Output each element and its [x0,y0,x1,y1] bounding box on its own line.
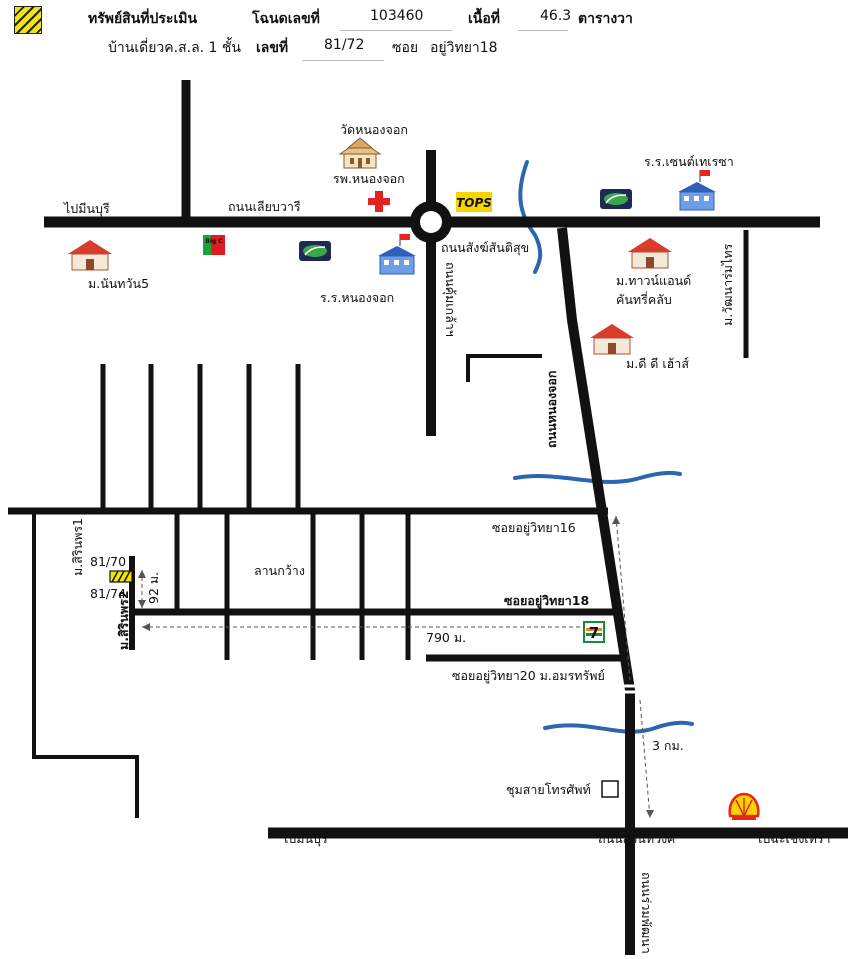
temple-icon [338,137,382,169]
area-label: เนื้อที่ [468,11,500,27]
label-soi-18: ซอยอยู่วิทยา18 [504,593,589,609]
label-nanthawan: ม.นันทวัน5 [88,276,149,291]
label-east-soi: ม.วัฒนาร่มไทร [720,243,735,326]
soi-value: อยู่วิทยา18 [430,40,498,56]
road-sirin-1 [32,511,139,818]
label-to-chachoengsao: ไปฉะเชิงเทรา [755,831,831,846]
house-no-underline [302,60,384,61]
label-to-minburi-north: ไปมีนบุรี [63,201,110,217]
label-wat: วัดหนองจอก [340,122,408,137]
label-plot-right: 81/74 [90,586,126,601]
label-hospital: รพ.หนองจอก [333,171,405,186]
roundabout [410,201,452,243]
river-lower [543,720,694,734]
building-type: บ้านเดี่ยวค.ส.ล. 1 ชั้น [108,40,241,56]
label-exchange: ชุมสายโทรศัพท์ [506,782,591,798]
tops-label: TOPS [456,196,492,210]
label-sirin-1: ม.สิรินพร1 [70,518,85,576]
roads [8,80,848,955]
label-dd-house: ม.ดี ดี เฮ้าส์ [626,356,689,371]
label-to-minburi: ไปมีนบุรี [281,831,328,847]
big-c-label: Big C [205,238,223,245]
tops-logo: TOPS [456,192,492,212]
deed-label: โฉนดเลขที่ [252,11,320,27]
gas-station-icon [299,241,331,261]
house-no-value: 81/72 [324,37,365,53]
deed-value: 103460 [370,8,424,24]
seven-eleven-label: 7 [589,624,599,642]
label-ruam-phatthana: ถนนร่วมพัฒนา [639,872,654,954]
house-icon [628,238,672,269]
seven-eleven-icon: 7 [583,621,605,643]
plot-hatch [111,570,131,583]
area-value: 46.3 [540,8,572,24]
appraised-property-legend-swatch [14,6,42,34]
label-sangkhom: ถนนสังฆ์สันติสุข [441,240,529,256]
distance-arrows [138,516,654,818]
label-lieb-wari: ถนนเลียบวารี [228,199,301,214]
label-soi-16: ซอยอยู่วิทยา16 [492,520,576,536]
gas-station-icon [600,189,632,209]
label-92m: 92 ม. [146,572,161,604]
label-sirin-2: ม.สิรินพร2 [116,590,131,650]
area-unit: ตารางวา [578,11,633,27]
road-break [620,684,640,694]
label-790m: 790 ม. [426,630,466,645]
map-labels: ไปมีนบุรี ถนนเลียบวารี วัดหนองจอก รพ.หนอ… [63,122,831,954]
river-upper [518,160,543,274]
rivers [513,160,694,734]
label-soi-20: ซอยอยู่วิทยา20 ม.อมรทรัพย์ [452,668,605,684]
label-suwinthawong: ถนนสุวินทวงศ์ [598,831,675,847]
river-middle [513,470,682,484]
house-no-label: เลขที่ [256,40,289,56]
label-3km: 3 กม. [652,738,684,753]
legend-label: ทรัพย์สินที่ประเมิน [88,11,198,27]
school-icon [678,170,716,211]
label-nong-jok: ถนนหนองจอก [544,371,559,448]
road-nong-jok [557,227,635,955]
hospital-cross-icon [368,191,390,212]
label-school-st: ร.ร.เซนต์เทเรซา [644,154,734,169]
area-underline [518,30,568,31]
telephone-exchange-icon [601,780,619,798]
distance-lines [141,515,651,819]
label-town-1: ม.ทาวน์แอนด์ [616,273,691,288]
big-c-logo: Big C [203,235,225,255]
label-khum-thong: ถนนคุ้มเกล้าฯ [442,262,458,337]
shell-logo [728,792,760,820]
label-town-2: คันทรี่คลับ [616,291,672,307]
school-icon [378,234,416,275]
road-khum-branch [466,354,542,382]
label-plaza: ลานกว้าง [254,563,305,578]
deed-underline [340,30,452,31]
house-icon [590,324,634,355]
label-school-nongjok: ร.ร.หนองจอก [320,290,394,305]
label-plot-left: 81/70 [90,554,126,569]
house-icon [68,240,112,271]
soi-label: ซอย [392,40,419,56]
